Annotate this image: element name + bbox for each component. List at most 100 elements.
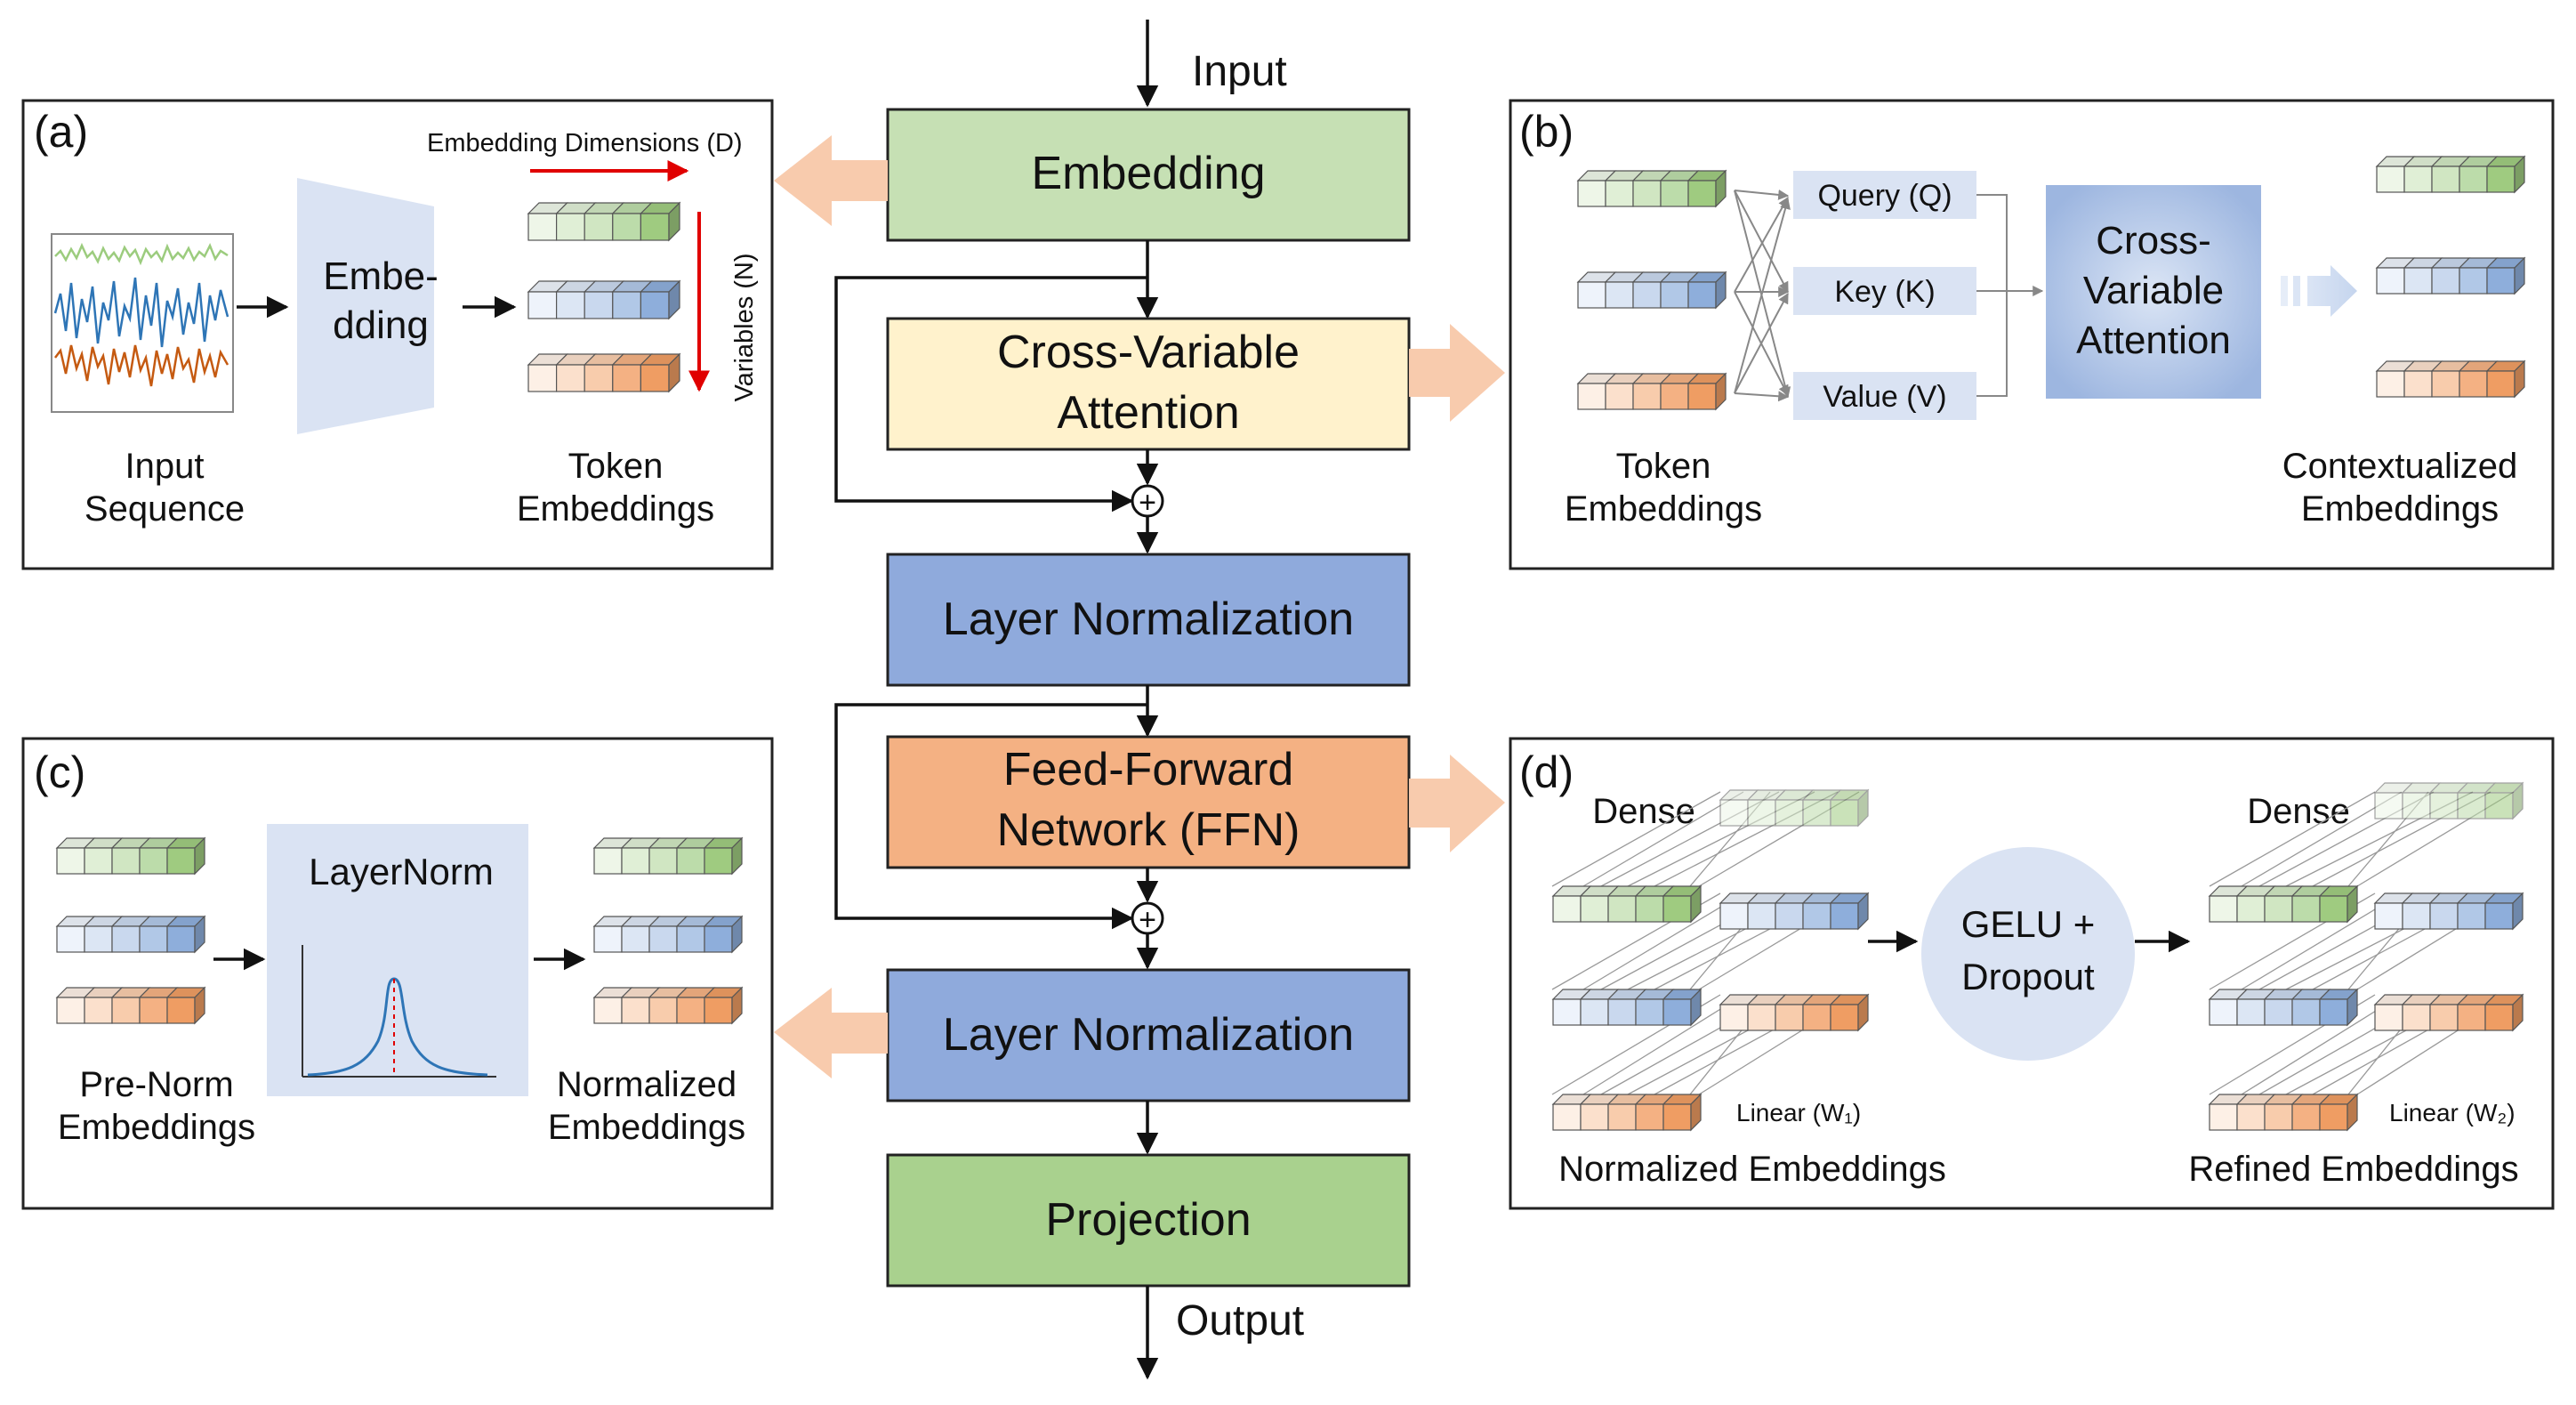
token-cell — [1747, 1004, 1776, 1031]
token-cell — [704, 925, 733, 953]
token-cell — [2236, 1103, 2266, 1131]
token-cell — [527, 364, 558, 392]
token-cell-side — [2512, 993, 2524, 1032]
d-right-dense-token-green — [2373, 781, 2524, 820]
token-cell-side — [1857, 788, 1869, 828]
token-cell — [1632, 281, 1662, 309]
panel-d-frame — [1509, 737, 2555, 1210]
token-cell-side — [668, 201, 680, 242]
token-cell — [84, 847, 113, 875]
qkv-bracket — [1976, 194, 2008, 397]
token-cell — [2402, 902, 2431, 930]
d-left-dense-token-green — [1719, 788, 1870, 828]
contextualized-token-orange — [2375, 359, 2526, 399]
token-cell — [2431, 267, 2460, 295]
token-cell — [1662, 895, 1692, 923]
cross-variable-attention-box — [2046, 185, 2261, 399]
d-left-dense-token-blue — [1719, 892, 1870, 931]
token-cell — [704, 997, 733, 1024]
cross-attn-box-line3: Attention — [2076, 319, 2231, 362]
token-cell — [1687, 281, 1717, 309]
embedding-trapezoid — [297, 178, 434, 434]
cross-attn-box-line2: Variable — [2083, 269, 2224, 312]
token-cell — [2374, 902, 2403, 930]
layernorm-label: LayerNorm — [309, 851, 494, 892]
token-cell-side — [1690, 884, 1702, 924]
highlight-arrow-to-panel-b — [1409, 324, 1505, 422]
token-cell — [555, 364, 585, 392]
projection-label: Projection — [1045, 1194, 1251, 1246]
input-label: Input — [1192, 48, 1287, 95]
token-cell — [1775, 799, 1804, 827]
token-cell — [2374, 1004, 2403, 1031]
panel-a-embed-line2: dding — [333, 303, 429, 347]
token-cell-side — [2512, 892, 2524, 931]
token-cell-side — [731, 915, 743, 954]
token-cell — [640, 291, 670, 319]
residual-connection-2 — [834, 703, 1147, 930]
token-cell — [1607, 998, 1637, 1026]
token-cell-side — [194, 986, 205, 1025]
token-cell — [1580, 998, 1609, 1026]
token-cell — [1660, 180, 1689, 207]
token-cell — [2376, 370, 2405, 398]
fade-arrow — [2281, 265, 2357, 317]
key-box — [1793, 267, 1976, 315]
token-cell-side — [668, 352, 680, 393]
panel-a: (a) Embe- dding Embedding Dimensions (D)… — [21, 99, 774, 570]
token-cell — [2459, 370, 2488, 398]
token-cell — [1577, 281, 1606, 309]
d-right-token-green — [2208, 884, 2359, 924]
token-cell — [2403, 166, 2433, 193]
token-cell — [2484, 1004, 2514, 1031]
token-cell — [1662, 1103, 1692, 1131]
token-cell — [584, 364, 614, 392]
token-cell — [2264, 998, 2293, 1026]
pre-norm-line1: Pre-Norm — [79, 1065, 233, 1104]
panel-b-label: (b) — [1519, 107, 1574, 157]
token-cell — [2459, 267, 2488, 295]
highlight-arrow-to-panel-c — [774, 988, 888, 1078]
token-cell — [139, 847, 168, 875]
token-cell — [2209, 1103, 2238, 1131]
token-cell — [1687, 383, 1717, 410]
token-cell — [1635, 1103, 1664, 1131]
token-cell — [84, 997, 113, 1024]
gelu-line1: GELU + — [1961, 903, 2096, 945]
dense-connections-left — [1551, 791, 1860, 1095]
token-cell — [2429, 792, 2459, 820]
token-cell — [2486, 370, 2516, 398]
token-cell — [1747, 799, 1776, 827]
cross-attention-line1: Cross-Variable — [997, 327, 1300, 378]
projection-block — [886, 1153, 1411, 1288]
token-cell — [2459, 166, 2488, 193]
gelu-line2: Dropout — [1961, 956, 2095, 997]
token-cell — [2429, 902, 2459, 930]
token-cell — [527, 291, 558, 319]
linear-w2-label: Linear (W₂) — [2389, 1099, 2516, 1126]
token-cell — [1802, 1004, 1831, 1031]
d-left-dense-token-orange — [1719, 993, 1870, 1032]
token-cell — [640, 364, 670, 392]
d-right-dense-token-blue — [2373, 892, 2524, 931]
token-cell — [1605, 180, 1634, 207]
token-cell — [1580, 1103, 1609, 1131]
token-cell — [584, 291, 614, 319]
token-cell — [2402, 792, 2431, 820]
token-cell — [2236, 998, 2266, 1026]
normalized-embeddings-label: Normalized Embeddings — [1558, 1150, 1946, 1189]
token-cell-side — [731, 836, 743, 876]
query-box — [1793, 171, 1976, 219]
panel-b: (b) Query (Q) Key (K) Value (V) Cross- V… — [1509, 99, 2555, 570]
d-left-token-green — [1551, 884, 1703, 924]
token-cell-side — [1690, 988, 1702, 1027]
b-token-orange — [1576, 372, 1727, 411]
token-cell — [2484, 902, 2514, 930]
pre-norm-token-orange — [55, 986, 206, 1025]
token-cell — [1775, 902, 1804, 930]
token-cell — [621, 925, 650, 953]
normalized-token-blue — [592, 915, 744, 954]
token-cell — [111, 847, 141, 875]
pre-norm-token-blue — [55, 915, 206, 954]
